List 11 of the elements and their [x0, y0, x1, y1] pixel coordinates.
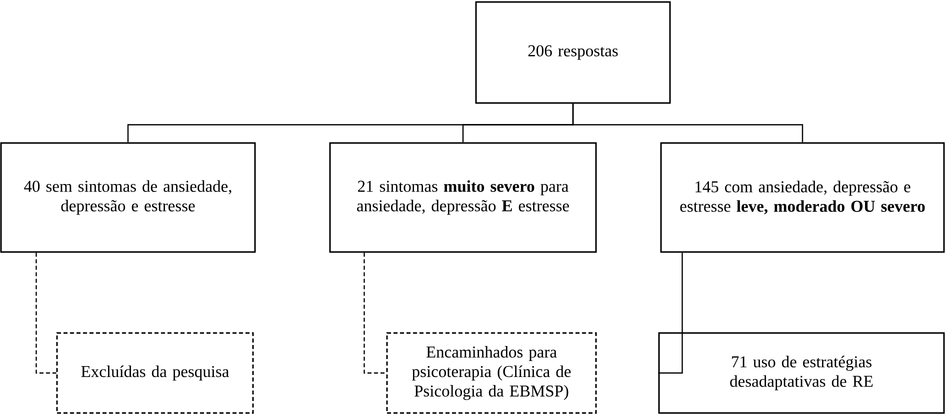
flow-box: 206 respostas — [475, 1, 671, 104]
connector-line — [572, 104, 804, 142]
connector-line — [364, 252, 386, 374]
flow-box: 40 sem sintomas de ansiedade, depressão e estresse — [0, 142, 256, 253]
connector-line — [658, 252, 683, 374]
flow-box: 21 sintomas muito severo para ansiedade, depressão E estresse — [329, 142, 597, 253]
flow-box: Excluídas da pesquisa — [56, 332, 254, 414]
flow-box: Encaminhados para psicoterapia (Clínica de Psicologia da EBMSP) — [386, 332, 597, 414]
flow-box: 71 uso de estratégias desadaptativas de RE — [658, 332, 945, 414]
flow-box: 145 com ansiedade, depressão e estresse leve, moderado OU severo — [660, 142, 945, 253]
connector-line — [36, 252, 56, 374]
